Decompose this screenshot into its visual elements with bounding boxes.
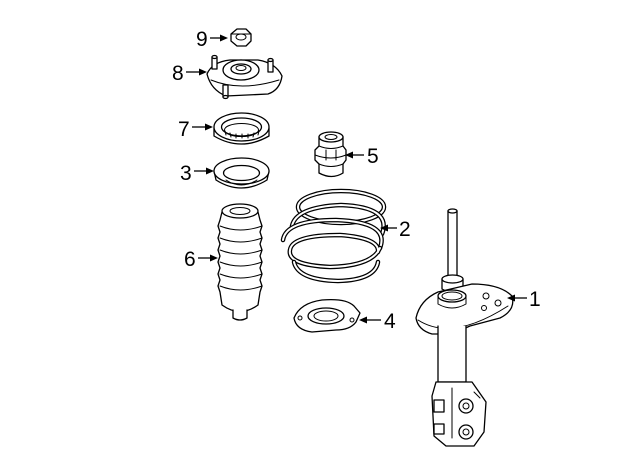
part-1-strut: [415, 208, 514, 447]
callout-8-label: 8: [172, 62, 184, 85]
part-9-nut: [230, 28, 252, 47]
callout-9: 9: [196, 28, 228, 51]
callout-4-label: 4: [384, 310, 396, 333]
callout-5: 5: [345, 145, 379, 168]
part-4-lower-spring-pad: [293, 298, 361, 333]
callout-7: 7: [178, 118, 213, 141]
callout-2-label: 2: [399, 218, 411, 241]
part-7-bearing: [213, 112, 270, 145]
callout-4: 4: [359, 310, 396, 333]
callout-6-label: 6: [184, 248, 196, 271]
callout-8: 8: [172, 62, 207, 85]
part-3-spring-seat: [213, 157, 270, 189]
callout-2: 2: [380, 218, 411, 241]
callout-3-label: 3: [180, 162, 192, 185]
callout-5-label: 5: [367, 145, 379, 168]
part-8-strut-mount: [206, 54, 283, 100]
callout-7-label: 7: [178, 118, 190, 141]
callout-1: 1: [507, 288, 541, 311]
callout-1-label: 1: [529, 288, 541, 311]
part-5-bump-stop: [314, 131, 347, 178]
callout-9-label: 9: [196, 28, 208, 51]
part-2-coil-spring: [280, 188, 387, 284]
callout-6: 6: [184, 248, 218, 271]
part-6-dust-boot: [217, 203, 263, 321]
callout-3: 3: [180, 162, 214, 185]
